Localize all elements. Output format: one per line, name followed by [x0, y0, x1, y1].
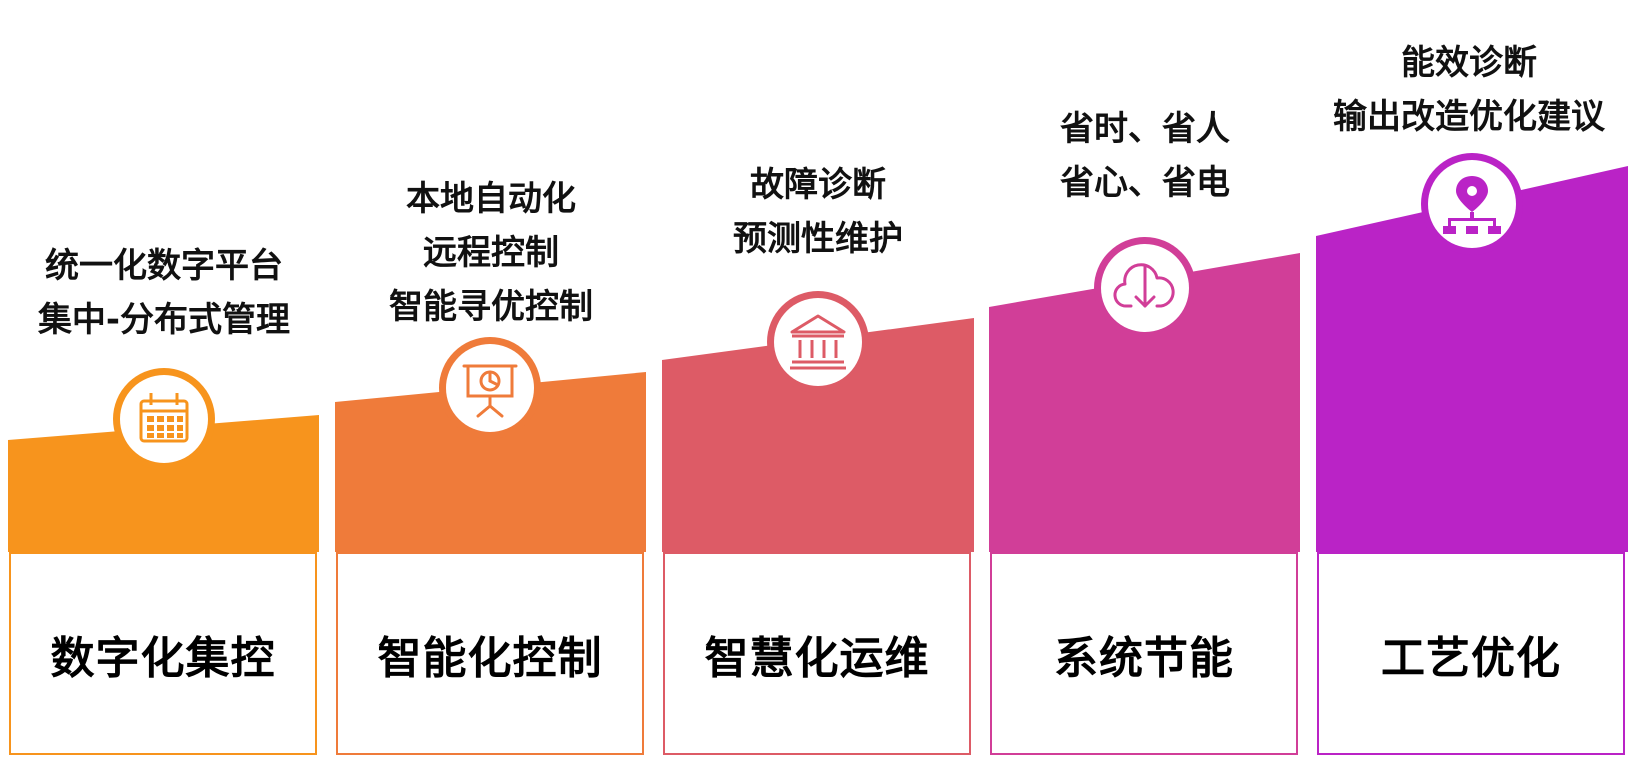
location-network-icon	[1421, 153, 1523, 255]
stage-2-description: 本地自动化 远程控制 智能寻优控制	[335, 172, 647, 334]
stage-5-description: 能效诊断 输出改造优化建议	[1302, 36, 1636, 144]
stage-2-line-3: 智能寻优控制	[389, 287, 593, 327]
stage-1-title: 数字化集控	[50, 632, 276, 684]
stage-5-title: 工艺优化	[1381, 632, 1561, 684]
calendar-icon	[113, 368, 215, 470]
cloud-download-icon	[1094, 237, 1196, 339]
stage-3-description: 故障诊断 预测性维护	[662, 158, 974, 266]
stage-2-title-box: 智能化控制	[336, 552, 644, 755]
stage-4-description: 省时、省人 省心、省电	[989, 102, 1301, 210]
stage-4-bar	[989, 253, 1300, 552]
stage-5-line-2: 输出改造优化建议	[1333, 97, 1605, 137]
bank-building-icon	[767, 291, 869, 393]
stage-1-line-2: 集中-分布式管理	[37, 300, 291, 340]
stage-5-bar	[1316, 166, 1628, 552]
stage-3-bar	[662, 318, 974, 552]
stage-1-description: 统一化数字平台 集中-分布式管理	[8, 239, 320, 347]
stage-2-title: 智能化控制	[377, 632, 603, 684]
stage-5-title-box: 工艺优化	[1317, 552, 1625, 755]
stage-2-line-1: 本地自动化	[406, 179, 576, 219]
stage-3-title-box: 智慧化运维	[663, 552, 971, 755]
presentation-board-icon	[439, 337, 541, 439]
stage-3-line-1: 故障诊断	[750, 165, 886, 205]
stage-4-title-box: 系统节能	[990, 552, 1298, 755]
stage-3-title: 智慧化运维	[704, 632, 930, 684]
stage-4-line-2: 省心、省电	[1060, 163, 1230, 203]
stage-1-bar	[8, 415, 319, 552]
stage-2-bar	[335, 372, 646, 552]
stage-5-line-1: 能效诊断	[1401, 43, 1537, 83]
stage-1-line-1: 统一化数字平台	[45, 246, 283, 286]
stage-4-line-1: 省时、省人	[1060, 109, 1230, 149]
stage-2-line-2: 远程控制	[423, 233, 559, 273]
stage-4-title: 系统节能	[1054, 632, 1234, 684]
stage-3-line-2: 预测性维护	[733, 219, 903, 259]
stage-1-title-box: 数字化集控	[9, 552, 317, 755]
